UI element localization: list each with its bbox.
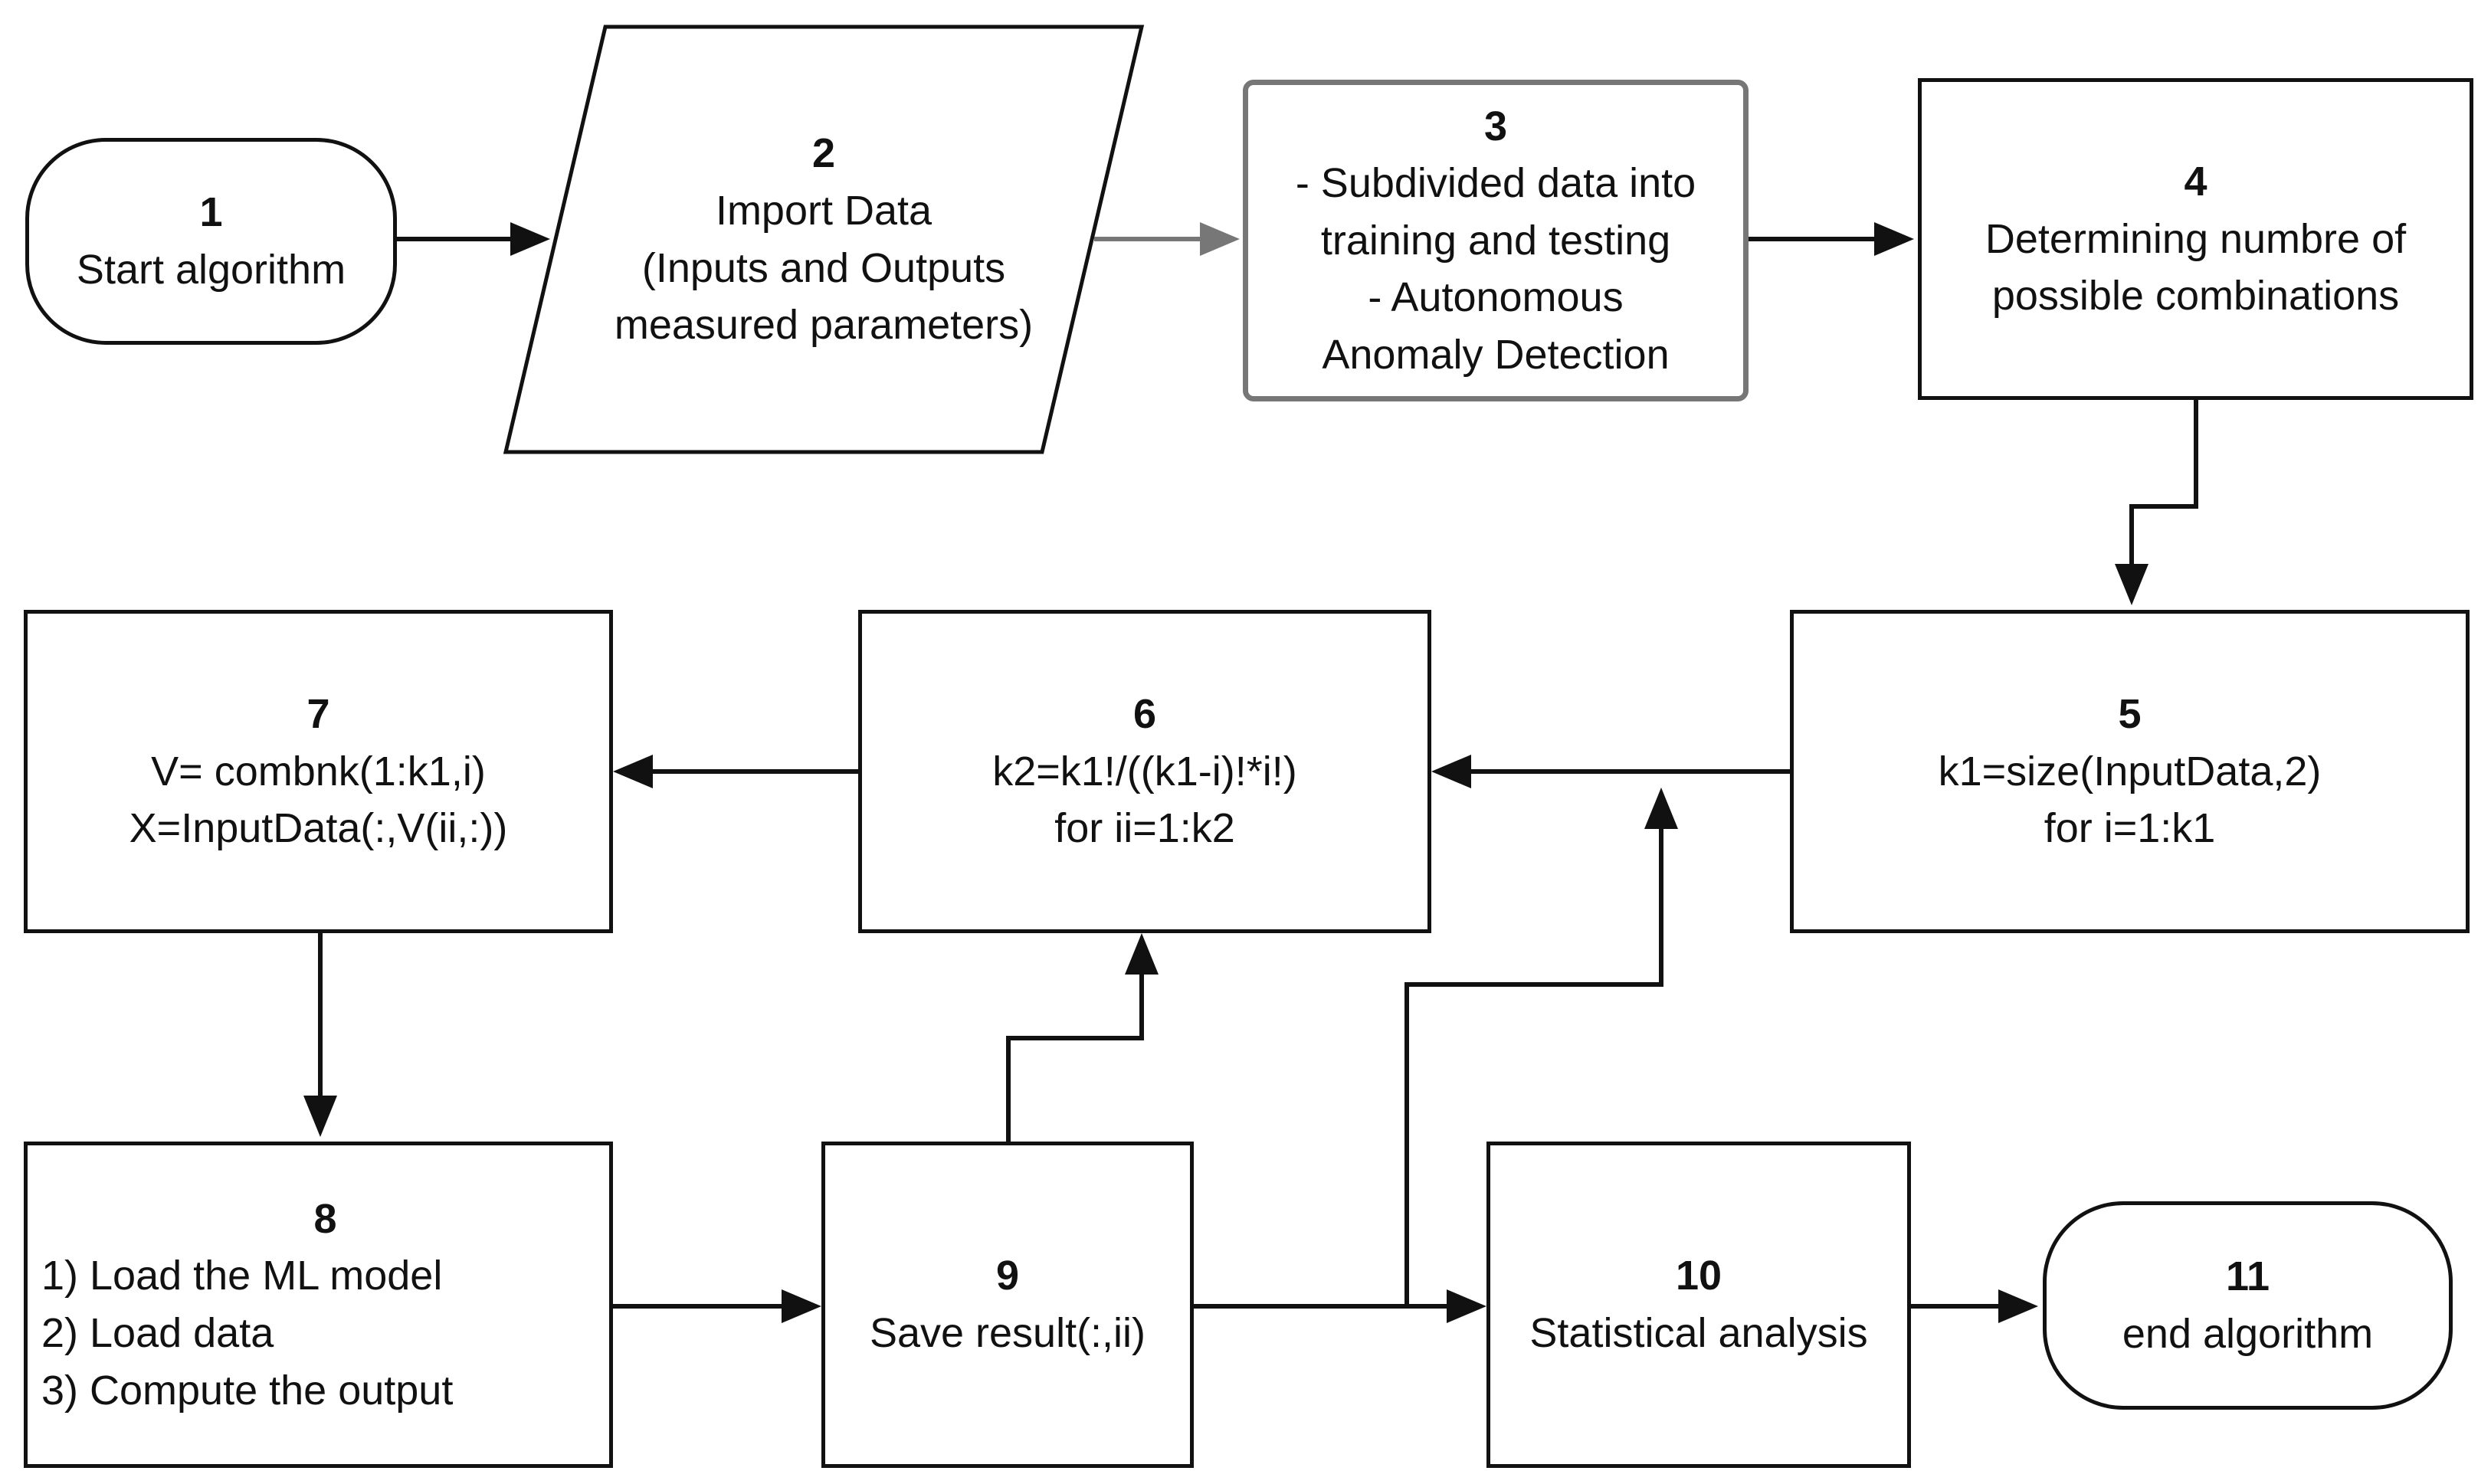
node-5-line-2: for i=1:k1 [2044, 805, 2216, 852]
node-7-line-2: X=InputData(:,V(ii,:)) [129, 805, 508, 852]
node-2-parallelogram [503, 25, 1145, 454]
node-2-line-2: (Inputs and Outputs [641, 244, 1006, 291]
node-10-line-1: Statistical analysis [1529, 1310, 1868, 1356]
arrow-9-to-6 [1006, 975, 1144, 1142]
node-3-number: 3 [1483, 103, 1508, 149]
node-1-line-1: Start algorithm [76, 247, 346, 293]
node-9-save-result: 9 Save result(:,ii) [821, 1142, 1194, 1468]
arrowhead-5-to-6 [1431, 755, 1471, 788]
node-11-number: 11 [2225, 1253, 2270, 1300]
node-3-line-2: training and testing [1320, 217, 1671, 264]
node-9-number: 9 [995, 1253, 1020, 1299]
node-5-number: 5 [2118, 691, 2142, 738]
node-6-line-2: for ii=1:k2 [1054, 805, 1235, 852]
node-5-k1-size: 5 k1=size(InputData,2) for i=1:k1 [1790, 610, 2470, 933]
arrowhead-6-to-7 [613, 755, 653, 788]
node-3-line-4: Anomaly Detection [1322, 331, 1670, 378]
node-6-line-1: k2=k1!/((k1-i)!*i!) [992, 748, 1297, 794]
node-2-line-1: Import Data [715, 187, 932, 234]
arrowhead-8-to-9 [782, 1289, 821, 1323]
node-2-import-data: 2 Import Data (Inputs and Outputs measur… [544, 27, 1103, 452]
node-4-line-2: possible combinations [1991, 273, 2400, 319]
node-7-combnk: 7 V= combnk(1:k1,i) X=InputData(:,V(ii,:… [24, 610, 613, 933]
arrowhead-1-to-2 [510, 222, 550, 256]
node-4-number: 4 [2184, 159, 2207, 205]
node-1-start-algorithm: 1 Start algorithm [25, 138, 397, 345]
node-6-number: 6 [1132, 691, 1157, 738]
arrowhead-4-to-5 [2115, 564, 2148, 605]
node-5-line-1: k1=size(InputData,2) [1938, 748, 2322, 794]
node-4-determine-combinations: 4 Determining numbre of possible combina… [1918, 78, 2473, 400]
node-8-ml-model-steps: 8 1) Load the ML model 2) Load data 3) C… [24, 1142, 613, 1468]
node-3-line-1: - Subdivided data into [1295, 160, 1696, 207]
arrow-loop-to-5-6 [1404, 829, 1663, 1306]
node-8-line-2: 2) Load data [41, 1310, 274, 1356]
node-10-number: 10 [1675, 1253, 1722, 1299]
node-6-k2-loop: 6 k2=k1!/((k1-i)!*i!) for ii=1:k2 [858, 610, 1431, 933]
node-8-line-3: 3) Compute the output [41, 1367, 454, 1414]
arrowhead-10-to-11 [1998, 1289, 2038, 1323]
arrow-4-to-5 [2129, 400, 2198, 564]
node-11-end-algorithm: 11 end algorithm [2043, 1201, 2453, 1410]
arrowhead-2-to-3 [1200, 222, 1240, 256]
node-2-line-3: measured parameters) [614, 302, 1034, 349]
node-8-number: 8 [313, 1195, 337, 1242]
node-11-line-1: end algorithm [2122, 1311, 2374, 1357]
arrowhead-3-to-4 [1874, 222, 1914, 256]
node-2-number: 2 [811, 130, 836, 177]
node-10-statistical-analysis: 10 Statistical analysis [1486, 1142, 1911, 1468]
arrowhead-9-to-10 [1447, 1289, 1486, 1323]
node-4-line-1: Determining numbre of [1985, 215, 2407, 262]
node-7-line-1: V= combnk(1:k1,i) [151, 748, 486, 794]
arrowhead-9-to-6 [1125, 933, 1159, 975]
arrowhead-loop-to-5-6 [1644, 788, 1678, 829]
node-9-line-1: Save result(:,ii) [869, 1310, 1146, 1356]
node-7-number: 7 [306, 691, 330, 738]
arrowhead-7-to-8 [303, 1096, 337, 1137]
node-1-number: 1 [199, 189, 223, 236]
node-8-line-1: 1) Load the ML model [41, 1253, 443, 1299]
node-3-line-3: - Autonomous [1368, 274, 1624, 321]
node-3-subdivide-data: 3 - Subdivided data into training and te… [1243, 80, 1749, 401]
